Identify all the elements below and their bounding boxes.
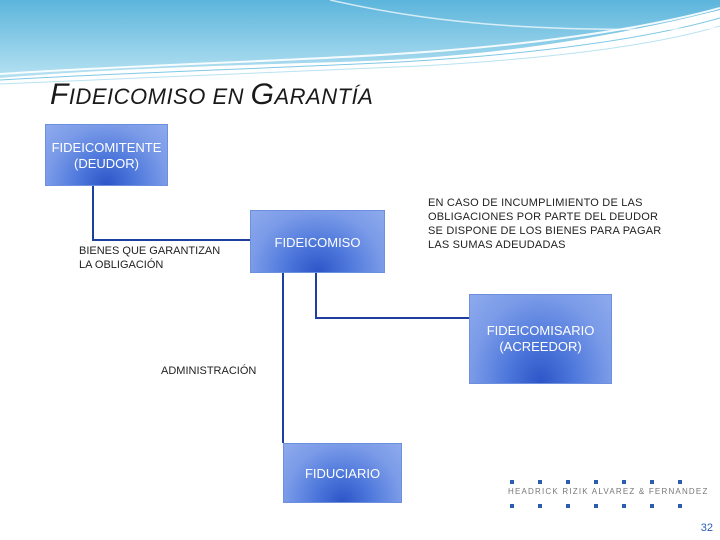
slide-title: FIDEICOMISO EN GARANTÍA [50,78,373,112]
header-wave-decoration [0,0,720,85]
firm-logo: HEADRICK RIZIK ALVAREZ & FERNANDEZ [508,480,709,510]
node-fiduciario-label: FIDUCIARIO [304,466,381,481]
title-part-2: ARANTÍA [274,84,374,109]
node-fideicomitente-label: FIDEICOMITENTE (DEUDOR) [51,140,162,171]
title-initial-f: F [50,78,69,111]
label-administracion: ADMINISTRACIÓN [161,365,257,377]
title-part-1: IDEICOMISO EN [68,84,251,109]
connector-fideicomitente-fideicomiso [92,186,250,241]
node-fideicomiso-label: FIDEICOMISO [274,235,361,250]
logo-dots-decoration [510,480,682,508]
title-initial-g: G [250,78,275,111]
label-bienes: BIENES QUE GARANTIZAN LA OBLIGACIÓN [79,245,221,271]
node-fiduciario: FIDUCIARIO [283,443,402,503]
node-fideicomiso: FIDEICOMISO [250,210,385,273]
connector-fideicomiso-fideicomisario [315,273,469,319]
page-number: 32 [700,522,713,534]
label-incumplimiento: EN CASO DE INCUMPLIMIENTO DE LAS OBLIGAC… [428,197,662,251]
node-fideicomitente: FIDEICOMITENTE (DEUDOR) [45,124,168,186]
node-fideicomisario: FIDEICOMISARIO (ACREEDOR) [469,294,612,384]
node-fideicomisario-label: FIDEICOMISARIO (ACREEDOR) [486,323,595,354]
logo-text: HEADRICK RIZIK ALVAREZ & FERNANDEZ [508,487,709,496]
